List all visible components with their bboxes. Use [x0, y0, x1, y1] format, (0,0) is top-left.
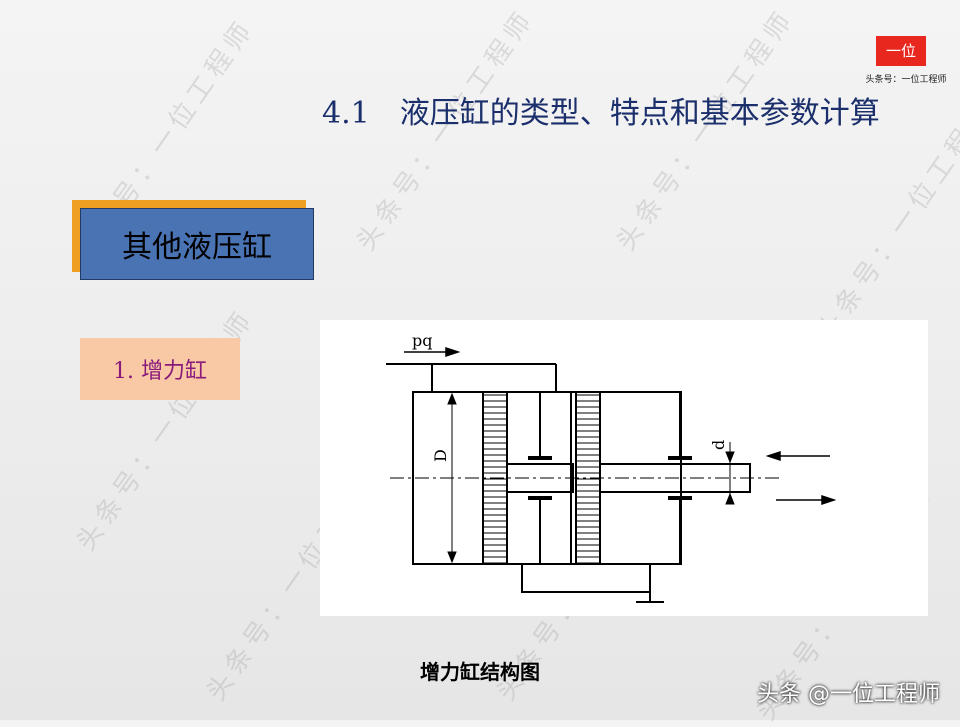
- label-d: d: [709, 440, 728, 450]
- booster-cylinder-diagram: pq D d: [386, 331, 837, 603]
- arrowhead: [445, 346, 461, 358]
- diagram-panel: pq D d: [320, 320, 928, 616]
- arrowhead: [447, 551, 457, 564]
- arrowhead: [725, 492, 735, 505]
- label-D: D: [431, 449, 450, 462]
- bottom-pipe: [521, 564, 651, 593]
- section-heading: 其他液压缸: [80, 208, 314, 280]
- arrowhead: [447, 392, 457, 405]
- diagram-caption: 增力缸结构图: [420, 660, 540, 684]
- logo: 一位: [876, 36, 926, 66]
- logo-subtitle: 头条号：一位工程师: [865, 75, 947, 85]
- arrowhead: [765, 450, 781, 462]
- label-pq: pq: [412, 331, 432, 350]
- source-credit: 头条 @一位工程师: [757, 682, 940, 707]
- subsection-heading: 1. 增力缸: [80, 338, 240, 400]
- page-title: 4.1 液压缸的类型、特点和基本参数计算: [322, 96, 880, 131]
- arrowhead: [725, 451, 735, 464]
- arrowhead: [821, 494, 837, 506]
